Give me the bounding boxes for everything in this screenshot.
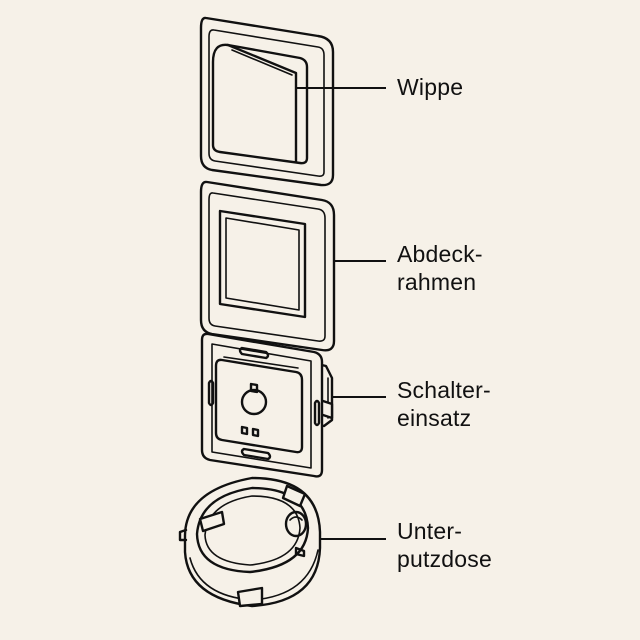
wippe-part — [199, 16, 335, 187]
label-schaltereinsatz-line-1: Schalter- — [397, 377, 491, 403]
label-abdeckrahmen: Abdeck- rahmen — [397, 240, 483, 296]
unterputzdose-part — [178, 476, 322, 608]
label-unterputzdose: Unter- putzdose — [397, 517, 492, 573]
label-schaltereinsatz-line-2: einsatz — [397, 405, 472, 431]
label-schaltereinsatz: Schalter- einsatz — [397, 376, 491, 432]
schaltereinsatz-part — [200, 332, 334, 478]
label-unterputzdose-line-1: Unter- — [397, 518, 463, 544]
label-abdeckrahmen-line-2: rahmen — [397, 269, 477, 295]
label-unterputzdose-line-2: putzdose — [397, 546, 492, 572]
label-wippe: Wippe — [397, 73, 463, 101]
abdeckrahmen-part — [199, 180, 336, 352]
label-wippe-line-1: Wippe — [397, 74, 464, 100]
label-abdeckrahmen-line-1: Abdeck- — [397, 241, 483, 267]
